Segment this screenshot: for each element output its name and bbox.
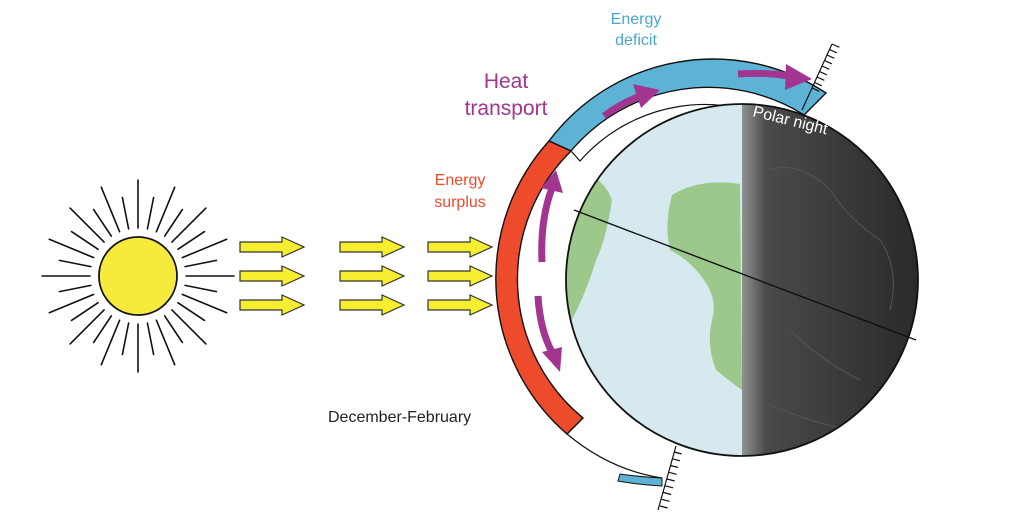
heat-arrow-down-head xyxy=(542,347,562,372)
energy-surplus-label-1: Energy xyxy=(435,172,486,189)
arrow-right-icon xyxy=(339,236,406,258)
sun-ray xyxy=(155,319,176,366)
sun-ray xyxy=(70,230,99,251)
ruler-tick xyxy=(824,59,833,65)
axis-bottom-ruler xyxy=(657,445,682,511)
sun-ray xyxy=(69,309,105,345)
energy-surplus-band xyxy=(495,140,585,435)
land-south-america xyxy=(566,169,612,330)
globe-outline xyxy=(565,103,919,457)
equator-line xyxy=(573,209,917,341)
heat-arrow-polar xyxy=(737,69,791,80)
sun-ray xyxy=(58,259,92,268)
sun-ray xyxy=(70,301,99,322)
sun-ray xyxy=(100,186,121,233)
ruler-tick xyxy=(816,76,825,81)
arrow-right-icon xyxy=(339,294,406,316)
sun-ray xyxy=(171,207,207,243)
sun-ray xyxy=(155,186,176,233)
heat-arrow-equator-up-head xyxy=(541,170,563,193)
sun-ray xyxy=(177,301,206,322)
arrow-right-icon xyxy=(427,294,494,316)
ruler-tick xyxy=(659,505,668,509)
heat-transport-arrows xyxy=(534,64,812,372)
sun-ray xyxy=(92,208,113,237)
energy-deficit-label-1: Energy xyxy=(611,11,662,28)
sun-disc xyxy=(98,236,178,316)
ruler-tick xyxy=(668,471,677,475)
sun-icon xyxy=(41,179,235,373)
arrow-right-icon xyxy=(239,294,306,316)
sun-ray xyxy=(58,284,92,293)
ruler-tick xyxy=(826,54,835,59)
heat-arrow-equator-up xyxy=(538,186,556,263)
sun-ray xyxy=(181,238,228,259)
sun-ray xyxy=(92,315,113,344)
ruler-tick xyxy=(665,485,674,489)
sun-rays xyxy=(41,179,235,373)
atmosphere-lower-edge xyxy=(566,433,663,479)
arrow-right-icon xyxy=(427,236,494,258)
ruler-tick xyxy=(811,87,820,92)
heat-arrow-down xyxy=(534,295,556,354)
arrow-right-icon xyxy=(239,265,306,287)
sun-ray xyxy=(184,284,218,293)
solar-arrows xyxy=(239,236,494,316)
ruler-tick xyxy=(670,464,679,469)
sun-ray xyxy=(146,196,155,230)
heat-arrow-midlat-head xyxy=(633,84,660,108)
heat-arrow-midlat xyxy=(601,92,642,119)
heat-arrow-polar-head xyxy=(785,64,812,90)
energy-deficit-label-2: deficit xyxy=(615,32,657,49)
energy-surplus-label-2: surplus xyxy=(434,194,486,211)
ruler-tick xyxy=(831,43,840,48)
arrow-right-icon xyxy=(239,236,306,258)
axis-top-ruler xyxy=(801,43,840,111)
sun-ray xyxy=(171,309,207,345)
sun-ray xyxy=(163,315,184,344)
ruler-tick xyxy=(661,498,670,502)
sun-ray xyxy=(177,230,206,251)
sun-ray xyxy=(48,293,95,314)
sun-ray xyxy=(69,207,105,243)
sun-ray xyxy=(121,322,130,356)
ruler-tick xyxy=(663,491,672,496)
arrow-right-icon xyxy=(339,265,406,287)
ruler-tick xyxy=(829,48,838,54)
ruler-tick xyxy=(666,478,675,482)
season-label: December-February xyxy=(328,409,471,426)
heat-transport-label-1: Heat xyxy=(484,70,529,93)
ruler-tick xyxy=(673,451,682,455)
sun-ray xyxy=(181,293,228,314)
ruler-tick xyxy=(819,70,828,76)
sun-ray xyxy=(146,322,155,356)
arrow-right-icon xyxy=(427,265,494,287)
heat-transport-label-2: transport xyxy=(465,97,548,120)
sun-ray xyxy=(100,319,121,366)
ruler-tick xyxy=(821,65,830,70)
earth-globe xyxy=(565,103,919,457)
energy-deficit-band-bottom xyxy=(617,473,663,487)
land-africa xyxy=(667,182,742,390)
sun-ray xyxy=(48,238,95,259)
sun-ray xyxy=(184,259,218,268)
ruler-tick xyxy=(672,458,681,462)
ruler-tick xyxy=(814,81,823,87)
sun-ray xyxy=(163,208,184,237)
sun-ray xyxy=(121,196,130,230)
